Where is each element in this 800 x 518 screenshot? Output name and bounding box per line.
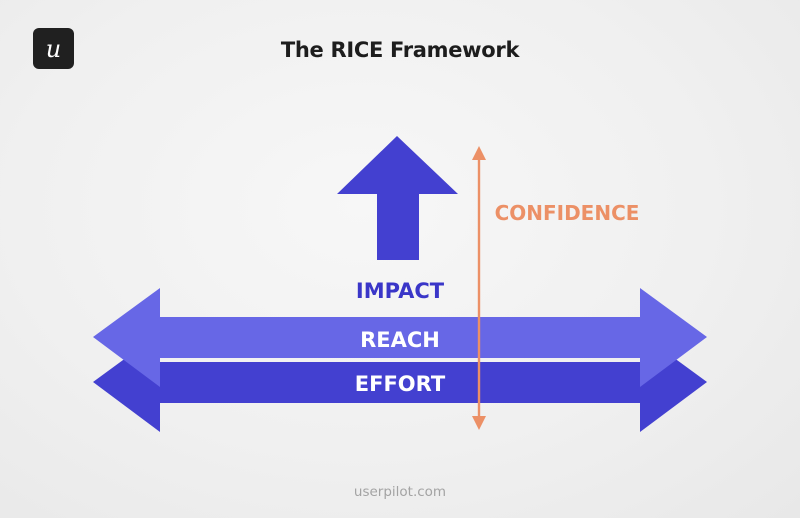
userpilot-logo: u bbox=[33, 28, 74, 69]
logo-letter: u bbox=[45, 34, 62, 63]
reach-arrow bbox=[93, 288, 707, 387]
impact-label: IMPACT bbox=[356, 279, 445, 303]
effort-arrow bbox=[93, 333, 707, 432]
confidence-arrow bbox=[472, 146, 486, 430]
footer-credit: userpilot.com bbox=[353, 484, 447, 500]
reach-label: REACH bbox=[360, 328, 440, 352]
page-title: The RICE Framework bbox=[280, 38, 520, 62]
effort-label: EFFORT bbox=[355, 372, 446, 396]
confidence-label: CONFIDENCE bbox=[495, 201, 640, 225]
impact-arrow bbox=[337, 136, 458, 260]
